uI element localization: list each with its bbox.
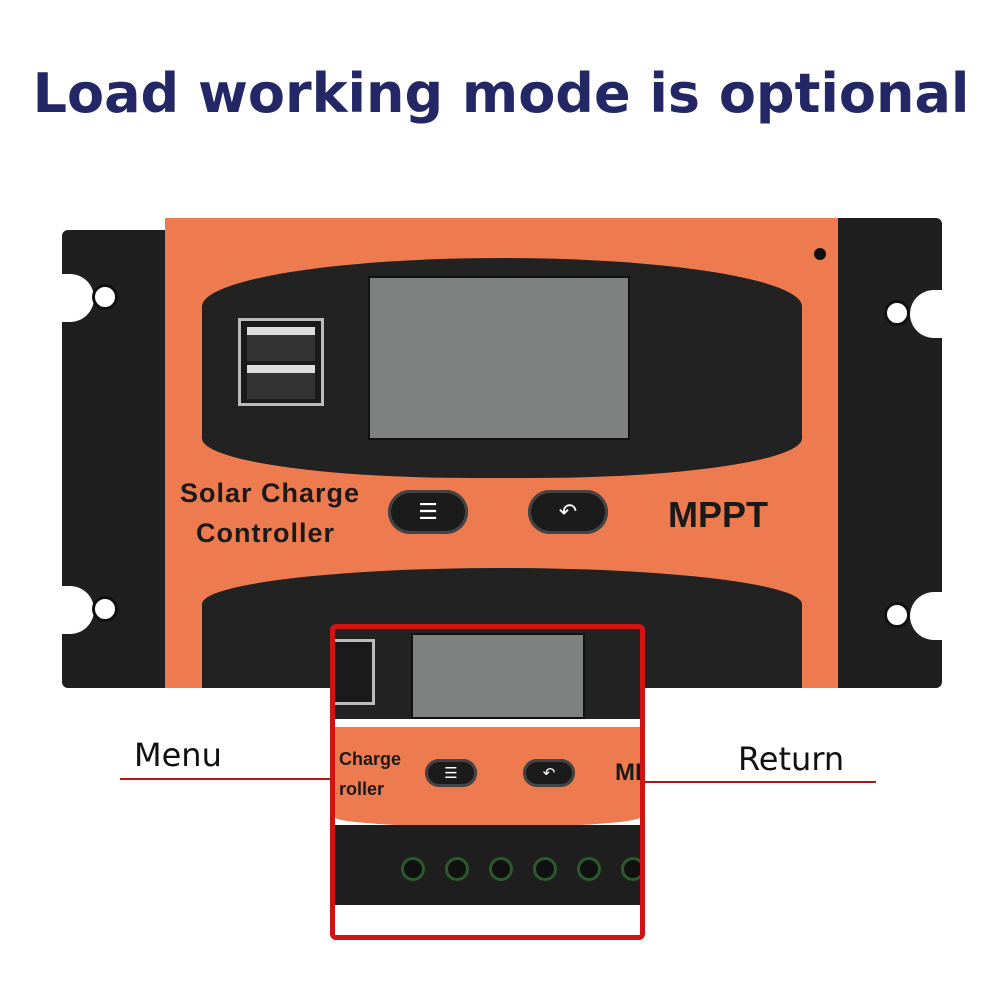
terminal-screw-2 [445, 857, 469, 881]
right-bottom-mount-slot [910, 592, 942, 640]
usb-port-2[interactable] [247, 365, 315, 399]
right-bottom-mount-hole [884, 602, 910, 628]
inset-return-button: ↶ [523, 759, 575, 787]
inset-menu-icon: ☰ [444, 764, 458, 782]
inset-brand-line2: roller [339, 779, 385, 799]
brand-label-line1: Solar Charge [180, 478, 361, 508]
return-button[interactable]: ↶ [528, 490, 608, 534]
right-top-mount-slot [910, 290, 942, 338]
terminal-screw-6 [621, 857, 640, 881]
return-arrow-icon: ↶ [558, 499, 578, 525]
headline: Load working mode is optional [32, 62, 970, 125]
left-top-mount-hole [92, 284, 118, 310]
brand-label-line2: Controller [196, 518, 336, 548]
charge-controller-device: Solar Charge Controller ☰ ↶ MPPT [62, 218, 942, 688]
menu-lines-icon: ☰ [418, 499, 438, 525]
menu-pointer-line [120, 778, 450, 780]
inset-model-partial: MI [615, 759, 642, 786]
left-bottom-mount-hole [92, 596, 118, 622]
terminal-screw-5 [577, 857, 601, 881]
inset-return-icon: ↶ [542, 764, 556, 782]
inset-usb [335, 639, 375, 705]
terminal-screw-1 [401, 857, 425, 881]
inset-brand-line1: Charge [339, 749, 402, 769]
terminal-screw-4 [533, 857, 557, 881]
model-label: MPPT [668, 494, 769, 535]
right-top-mount-hole [884, 300, 910, 326]
indicator-dot [814, 248, 826, 260]
menu-annotation: Menu [134, 736, 222, 774]
terminal-screw-3 [489, 857, 513, 881]
inset-led-row [401, 857, 640, 881]
inset-menu-button: ☰ [425, 759, 477, 787]
zoom-inset: Charge roller ☰ ↶ MI [330, 624, 645, 940]
return-pointer-line [560, 781, 876, 783]
inset-faceplate [335, 727, 640, 827]
usb-ports[interactable] [238, 318, 324, 406]
usb-port-1[interactable] [247, 327, 315, 361]
inset-lcd [411, 633, 585, 719]
return-annotation: Return [738, 740, 845, 778]
lcd-screen [368, 276, 630, 440]
menu-button[interactable]: ☰ [388, 490, 468, 534]
